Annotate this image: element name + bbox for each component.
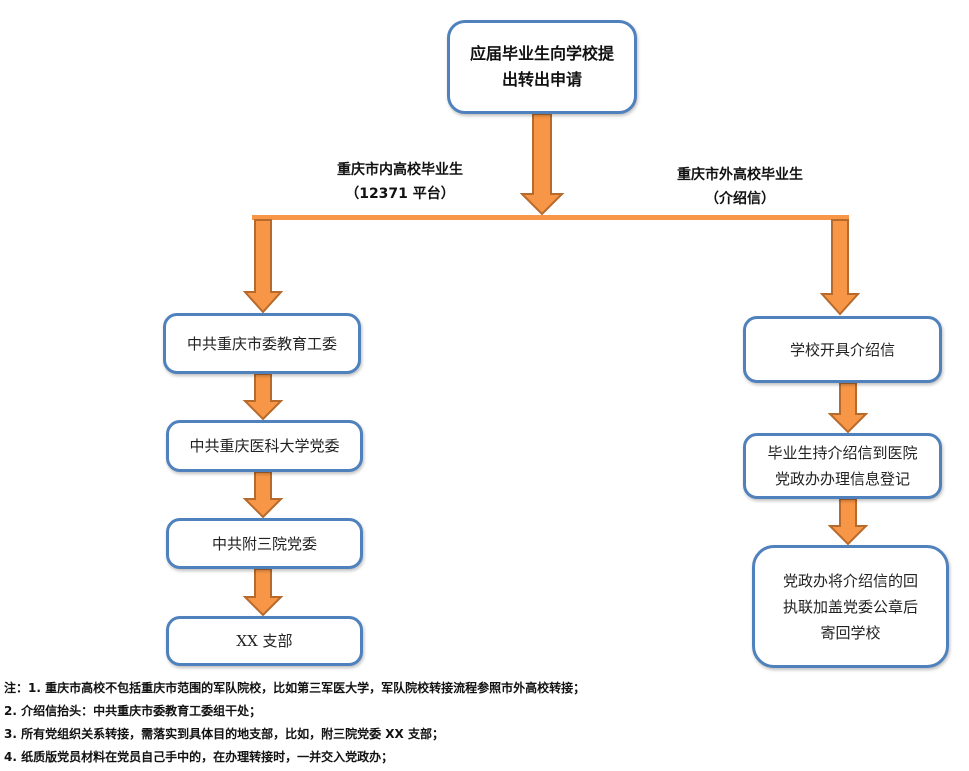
start-box: 应届毕业生向学校提出转出申请 (447, 20, 637, 114)
arrow-left-4 (242, 568, 284, 617)
arrow-left-2 (242, 373, 284, 421)
step-text: XX 支部 (236, 632, 293, 650)
left-branch-subtitle: （12371 平台） (345, 186, 455, 202)
step-text: 中共重庆市委教育工委 (186, 334, 337, 353)
arrow-right-3 (827, 498, 869, 546)
left-branch-label: 重庆市内高校毕业生 （12371 平台） (300, 158, 500, 206)
branch-bar (252, 215, 849, 220)
note-1: 注：1. 重庆市高校不包括重庆市范围的军队院校，比如第三军医大学，军队院校转接流… (4, 681, 586, 695)
right-branch-title: 重庆市外高校毕业生 (677, 167, 803, 183)
step-text: 执联加盖党委公章后 (782, 597, 918, 616)
left-step-1: 中共重庆市委教育工委 (163, 313, 361, 374)
step-text: 学校开具介绍信 (789, 340, 895, 359)
step-text: 毕业生持介绍信到医院 (767, 444, 918, 462)
arrow-start-down (519, 113, 565, 216)
left-step-4: XX 支部 (166, 616, 363, 666)
right-branch-label: 重庆市外高校毕业生 （介绍信） (640, 163, 840, 211)
note-4: 4. 纸质版党员材料在党员自己手中的，在办理转接时，一并交入党政办； (4, 750, 394, 764)
arrow-left-3 (242, 471, 284, 519)
right-step-2: 毕业生持介绍信到医院党政办办理信息登记 (743, 433, 942, 499)
step-text: 党政办将介绍信的回 (782, 571, 918, 590)
step-text: 中共重庆医科大学党委 (189, 437, 340, 455)
step-text: 中共附三院党委 (211, 534, 317, 553)
right-step-1: 学校开具介绍信 (743, 316, 942, 383)
arrow-right-2 (827, 382, 869, 434)
start-line: 出转出申请 (501, 70, 582, 89)
notes: 注：1. 重庆市高校不包括重庆市范围的军队院校，比如第三军医大学，军队院校转接流… (4, 677, 585, 769)
start-line: 应届毕业生向学校提 (469, 44, 614, 63)
left-step-3: 中共附三院党委 (166, 518, 363, 569)
step-text: 党政办办理信息登记 (774, 470, 910, 488)
right-step-3: 党政办将介绍信的回执联加盖党委公章后寄回学校 (752, 545, 949, 668)
arrow-left-1 (242, 219, 284, 314)
right-branch-subtitle: （介绍信） (705, 191, 775, 207)
left-branch-title: 重庆市内高校毕业生 (337, 162, 463, 178)
step-text: 寄回学校 (820, 623, 881, 642)
note-3: 3. 所有党组织关系转接，需落实到具体目的地支部，比如，附三院党委 XX 支部； (4, 727, 444, 741)
note-2: 2. 介绍信抬头：中共重庆市委教育工委组干处； (4, 704, 262, 718)
left-step-2: 中共重庆医科大学党委 (166, 420, 363, 472)
arrow-right-1 (819, 219, 861, 316)
